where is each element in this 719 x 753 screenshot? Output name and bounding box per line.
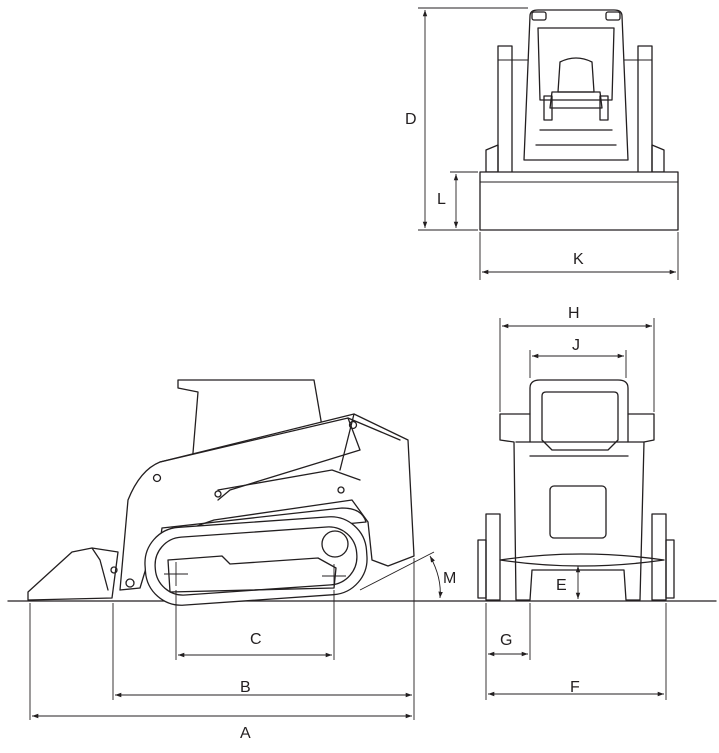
side-view xyxy=(27,379,435,606)
dimension-j: J xyxy=(529,337,627,378)
label-g: G xyxy=(500,632,512,649)
dimension-f: F xyxy=(488,679,664,697)
dimension-e: E xyxy=(556,566,581,599)
dimension-g: G xyxy=(488,632,528,657)
rear-view xyxy=(477,379,675,601)
dimension-h: H xyxy=(499,305,655,412)
dimension-k: K xyxy=(479,232,679,280)
label-m: M xyxy=(443,570,456,587)
label-d: D xyxy=(405,111,417,128)
dimension-a: A xyxy=(31,713,412,742)
dimension-d: D xyxy=(405,7,528,231)
label-b: B xyxy=(240,679,251,696)
label-e: E xyxy=(556,577,567,594)
label-l: L xyxy=(437,191,446,208)
dimension-b: B xyxy=(115,679,412,698)
label-k: K xyxy=(573,251,584,268)
label-f: F xyxy=(570,679,580,696)
dimension-m: M xyxy=(429,555,456,599)
label-a: A xyxy=(240,725,251,742)
front-view xyxy=(479,9,679,231)
dimension-c: C xyxy=(178,631,332,658)
label-h: H xyxy=(568,305,580,322)
dimension-l: L xyxy=(437,171,478,228)
label-j: J xyxy=(572,337,580,354)
label-c: C xyxy=(250,631,262,648)
